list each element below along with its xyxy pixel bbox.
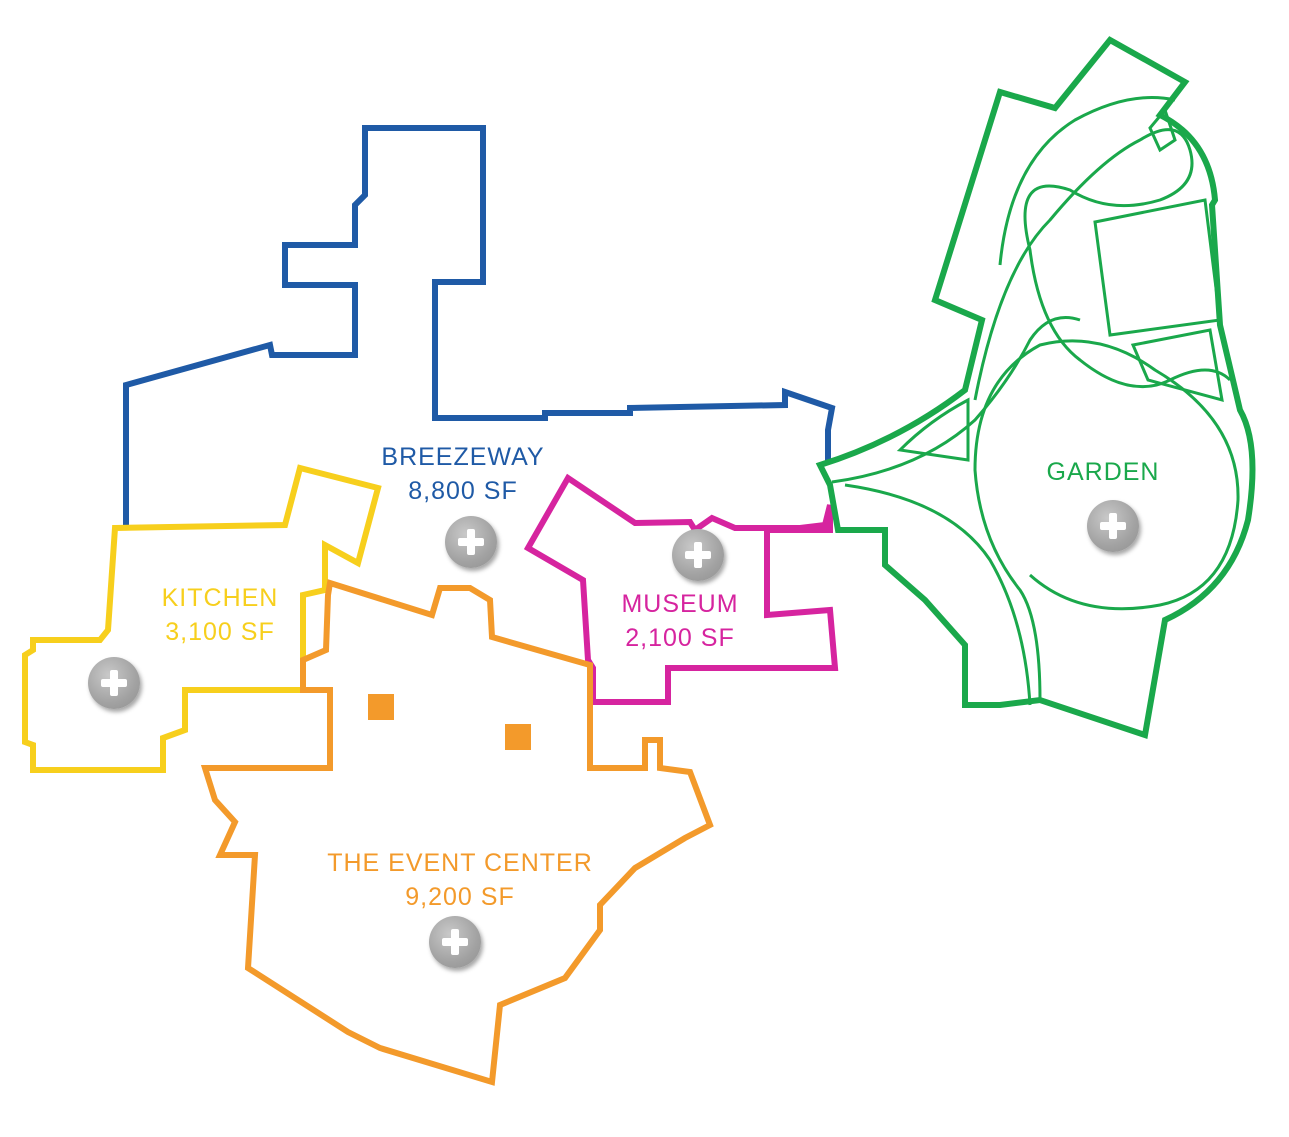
breezeway-plus-icon[interactable] — [445, 516, 497, 568]
breezeway-name: BREEZEWAY — [381, 443, 545, 471]
garden-plus-icon[interactable] — [1087, 500, 1139, 552]
garden-outline[interactable] — [815, 36, 1256, 739]
museum-name: MUSEUM — [621, 590, 739, 618]
event-marker — [368, 694, 394, 720]
breezeway-area: 8,800 SF — [408, 477, 518, 505]
kitchen-outline[interactable] — [22, 464, 382, 773]
event-marker — [505, 724, 531, 750]
kitchen-label: KITCHEN 3,100 SF — [130, 581, 310, 649]
event-center-name: THE EVENT CENTER — [327, 849, 593, 877]
event-center-plus-icon[interactable] — [429, 916, 481, 968]
event-center-label: THE EVENT CENTER 9,200 SF — [300, 846, 620, 914]
garden-name: GARDEN — [1046, 458, 1160, 486]
event-center-outline[interactable] — [200, 579, 714, 1086]
museum-plus-icon[interactable] — [672, 529, 724, 581]
garden-label: GARDEN — [1023, 455, 1183, 489]
event-center-area: 9,200 SF — [405, 883, 515, 911]
breezeway-outline[interactable] — [123, 125, 836, 528]
museum-area: 2,100 SF — [625, 624, 735, 652]
museum-label: MUSEUM 2,100 SF — [590, 587, 770, 655]
kitchen-name: KITCHEN — [161, 584, 279, 612]
kitchen-plus-icon[interactable] — [88, 657, 140, 709]
kitchen-area: 3,100 SF — [165, 618, 275, 646]
breezeway-label: BREEZEWAY 8,800 SF — [363, 440, 563, 508]
